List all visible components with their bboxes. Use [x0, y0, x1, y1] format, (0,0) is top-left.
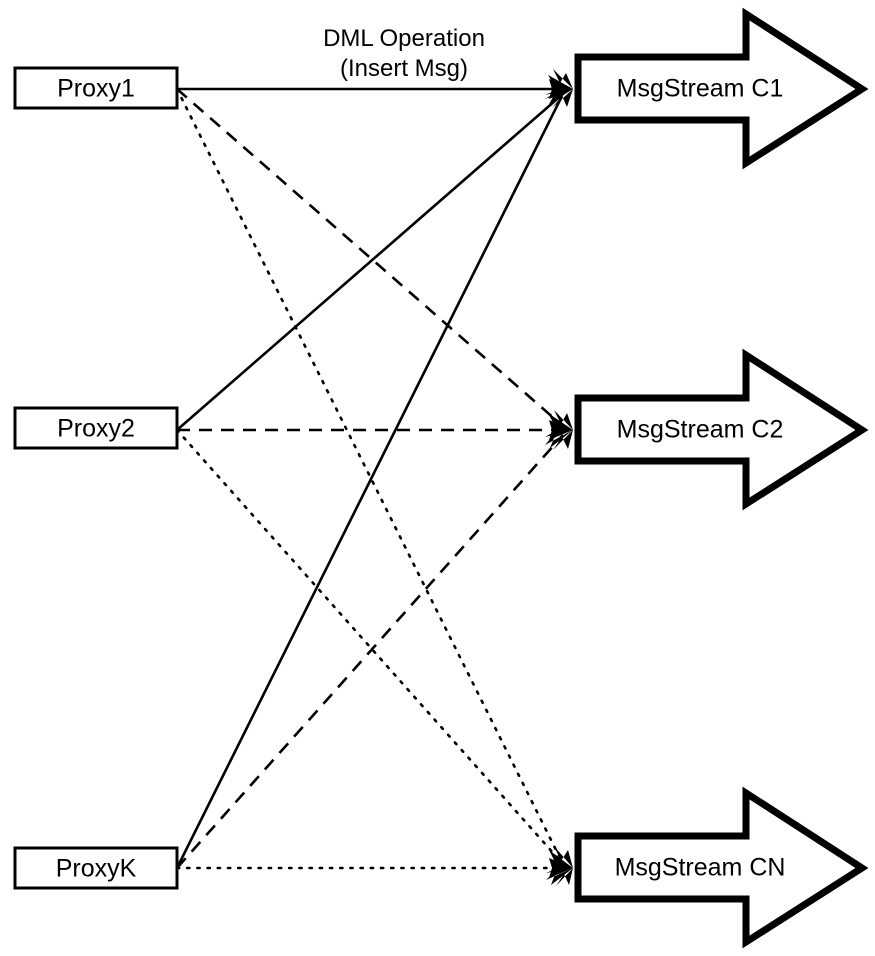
proxy-node-proxyk[interactable]: ProxyK	[13, 846, 179, 890]
connector-proxy2-to-c1	[176, 92, 565, 431]
connector-proxy1-to-c2	[176, 88, 565, 428]
msgstream-node-cn[interactable]: MsgStream CN	[574, 786, 869, 949]
connector-proxyk-to-c1	[175, 95, 564, 869]
connector-proxyk-to-c2	[176, 434, 564, 869]
proxy-label-proxy1: Proxy1	[57, 75, 135, 103]
msgstream-node-c1[interactable]: MsgStream C1	[574, 7, 869, 170]
arrowhead-c1	[545, 69, 573, 108]
msgstream-node-c2[interactable]: MsgStream C2	[574, 348, 869, 511]
proxy-node-proxy2[interactable]: Proxy2	[13, 406, 179, 450]
arrowhead-group	[545, 69, 573, 886]
arrowhead-c2	[545, 410, 573, 450]
connector-proxy2-to-cn	[175, 428, 565, 866]
proxy-node-proxy1[interactable]: Proxy1	[13, 66, 179, 110]
edge-caption-line1: DML Operation	[323, 25, 485, 52]
msgstream-label-c1: MsgStream C1	[617, 75, 784, 103]
connector-group	[175, 87, 568, 870]
proxy-box-proxyk[interactable]	[13, 846, 179, 890]
proxy-box-proxy1[interactable]	[13, 66, 179, 110]
edge-caption-line2: (Insert Msg)	[340, 55, 468, 82]
proxy-box-proxy2[interactable]	[13, 406, 179, 450]
msgstream-arrow-cn[interactable]	[574, 786, 869, 949]
msgstream-arrow-c2[interactable]	[574, 348, 869, 511]
connector-proxy1-to-cn	[175, 87, 564, 864]
msgstream-label-c2: MsgStream C2	[617, 416, 784, 444]
msgstream-arrow-c1[interactable]	[574, 7, 869, 170]
msgstream-label-cn: MsgStream CN	[615, 854, 786, 882]
proxy-label-proxyk: ProxyK	[56, 855, 137, 883]
edge-caption: DML Operation (Insert Msg)	[323, 25, 485, 82]
arrowhead-cn	[546, 846, 573, 886]
proxy-label-proxy2: Proxy2	[57, 415, 135, 443]
